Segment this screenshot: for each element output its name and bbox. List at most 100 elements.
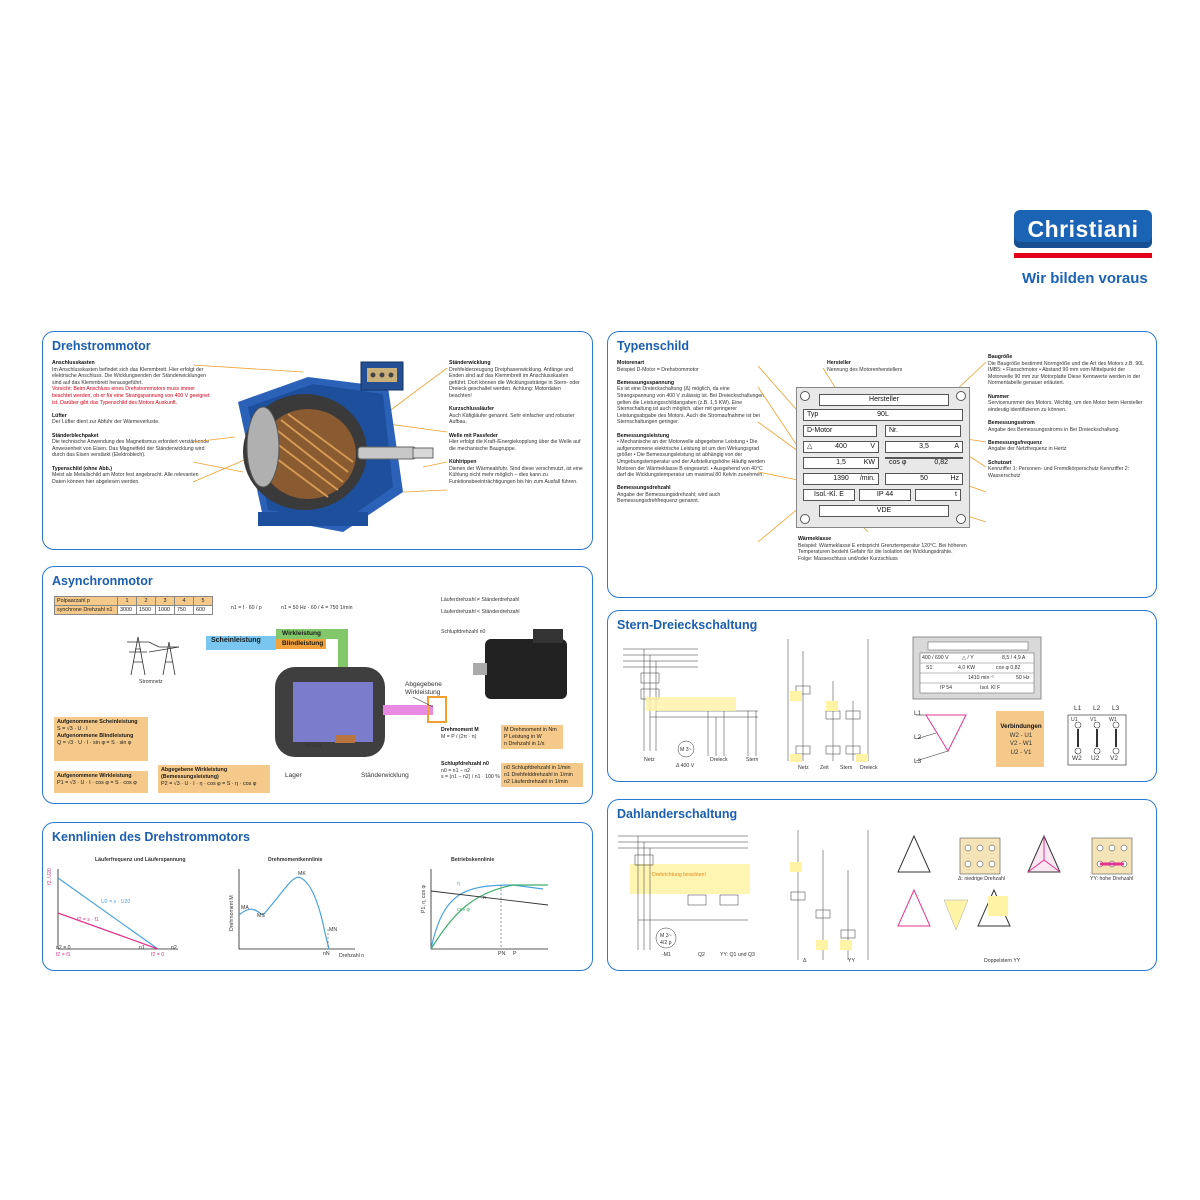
c1-line-u2: U2 = s · U20 — [101, 899, 131, 905]
c3-p: P — [513, 951, 517, 957]
circ1-motor: M 3~ — [680, 747, 692, 753]
circ1-stern: Stern — [746, 757, 759, 763]
term-top-l2: L2 — [1093, 705, 1101, 712]
polpaar-table: Polpaarzahl p 1 2 3 4 5 synchrone Drehza… — [54, 596, 213, 615]
c2-mn: MN — [329, 927, 338, 933]
dahl-high-speed: YY: hohe Drehzahl — [1090, 876, 1134, 882]
stromnetz-label: Stromnetz — [139, 679, 163, 685]
logo-red-bar — [1014, 253, 1152, 258]
panel-kennlinien: Kennlinien des Drehstrommotors Läuferfre… — [42, 822, 593, 971]
circ1-netz: Netz — [644, 757, 655, 763]
staenderwicklung-label: Ständerwicklung — [361, 772, 409, 779]
dahl-low-speed: Δ: niedrige Drehzahl — [958, 876, 1006, 882]
dahl-m1: -M1 — [662, 952, 671, 958]
kennlinien-charts — [57, 869, 549, 950]
stern-dreieck-circuits — [623, 636, 1127, 767]
c1-x-n2: n2 — [171, 945, 177, 951]
christiani-logo: Christiani — [1014, 210, 1152, 248]
plate2-conn: △ / Y — [962, 655, 974, 661]
dahl-doppelstern: Doppelstern YY — [984, 958, 1021, 964]
dahlander-circuits — [618, 830, 1133, 960]
motor-cutaway-illustration — [192, 361, 448, 532]
dahl-yy-label: YY — [848, 958, 855, 964]
formula-n1: n1 = f · 60 / p — [231, 605, 262, 611]
panel-title: Asynchronmotor — [52, 574, 153, 588]
plate-vde: VDE — [819, 505, 949, 517]
panel-title: Dahlanderschaltung — [617, 807, 738, 821]
circ2-dreieck: Dreieck — [860, 765, 878, 771]
plate-screw-tr — [956, 391, 966, 401]
plate2-cos: cos φ 0,82 — [996, 665, 1021, 671]
c2-ma: MA — [241, 905, 249, 911]
brand-name: Christiani — [1027, 215, 1139, 242]
dahl-delta-label: Δ — [803, 958, 807, 964]
c1-x-n2zero: n2 = 0 — [56, 945, 71, 951]
dahl-motor-sub: 4/2 p — [660, 940, 672, 946]
brand-slogan: Wir bilden voraus — [1022, 270, 1148, 287]
tri-l2: L2 — [914, 734, 922, 741]
abgegebene-label: Abgegebene Wirkleistung — [405, 681, 442, 696]
circ2-stern: Stern — [840, 765, 853, 771]
panel-asynchronmotor: Asynchronmotor Polpaarzahl p 1 2 3 4 5 s… — [42, 566, 593, 804]
chart3-title: Betriebskennlinie — [451, 857, 495, 863]
c3-ylabel: P1, η, cos φ — [421, 885, 427, 913]
plate2-rpm: 1410 min⁻¹ — [968, 675, 994, 681]
tri-l1: L1 — [914, 710, 922, 717]
term-u1: U1 — [1071, 717, 1078, 723]
circ2-netz: Netz — [798, 765, 809, 771]
plate2-hz: 50 Hz — [1016, 675, 1030, 681]
blindleistung-label: Blindleistung — [282, 640, 324, 647]
dahl-motor: M 3~ — [660, 933, 672, 939]
note-laeufer-neq: Läuferdrehzahl ≠ Ständerdrehzahl — [441, 597, 520, 603]
plate2-a: 8,5 / 4,9 A — [1002, 655, 1026, 661]
panel-dahlander: Dahlanderschaltung Drehri — [607, 799, 1157, 971]
scheinleistung-label: Scheinleistung — [211, 637, 261, 644]
plate2-isol: Isol. Kl F — [980, 685, 1001, 691]
panel-title: Kennlinien des Drehstrommotors — [52, 830, 250, 844]
circ1-volt: Δ 400 V — [676, 763, 695, 769]
lager-label: Lager — [285, 772, 302, 779]
plate-dmotor: D-Motor — [803, 425, 877, 437]
term-v1: V1 — [1090, 717, 1097, 723]
plate2-s1: S1 — [926, 665, 933, 671]
term-bot-u2: U2 — [1091, 755, 1100, 762]
formula-n1-example: n1 = 50 Hz · 60 / 4 = 750 1/min — [281, 605, 353, 611]
motor-label: Motor — [305, 742, 322, 749]
c2-xlabel: Drehzahl n — [339, 953, 365, 959]
plate2-ip: IP 54 — [940, 685, 953, 691]
asynchron-illustration — [127, 629, 567, 757]
c1-x-f2f1: f2 = f1 — [56, 952, 71, 958]
c2-ylabel: Drehmoment M — [229, 895, 235, 931]
dahl-q13: YY: Q1 und Q3 — [720, 952, 755, 958]
plate2-kw: 4,0 KW — [958, 665, 976, 671]
note-schlupf: Schlupfdrehzahl n0 — [441, 629, 486, 635]
panel-title: Typenschild — [617, 339, 690, 353]
term-w1: W1 — [1109, 717, 1117, 723]
plate-screw-bl — [800, 514, 810, 524]
chart1-title: Läuferfrequenz und Läuferspannung — [95, 857, 186, 863]
wirkleistung-label: Wirkleistung — [282, 630, 321, 637]
plate-t: t — [915, 489, 961, 501]
plate-screw-br — [956, 514, 966, 524]
plate-rpm: 1390/min. — [803, 473, 879, 485]
plate2-v: 400 / 690 V — [922, 655, 949, 661]
